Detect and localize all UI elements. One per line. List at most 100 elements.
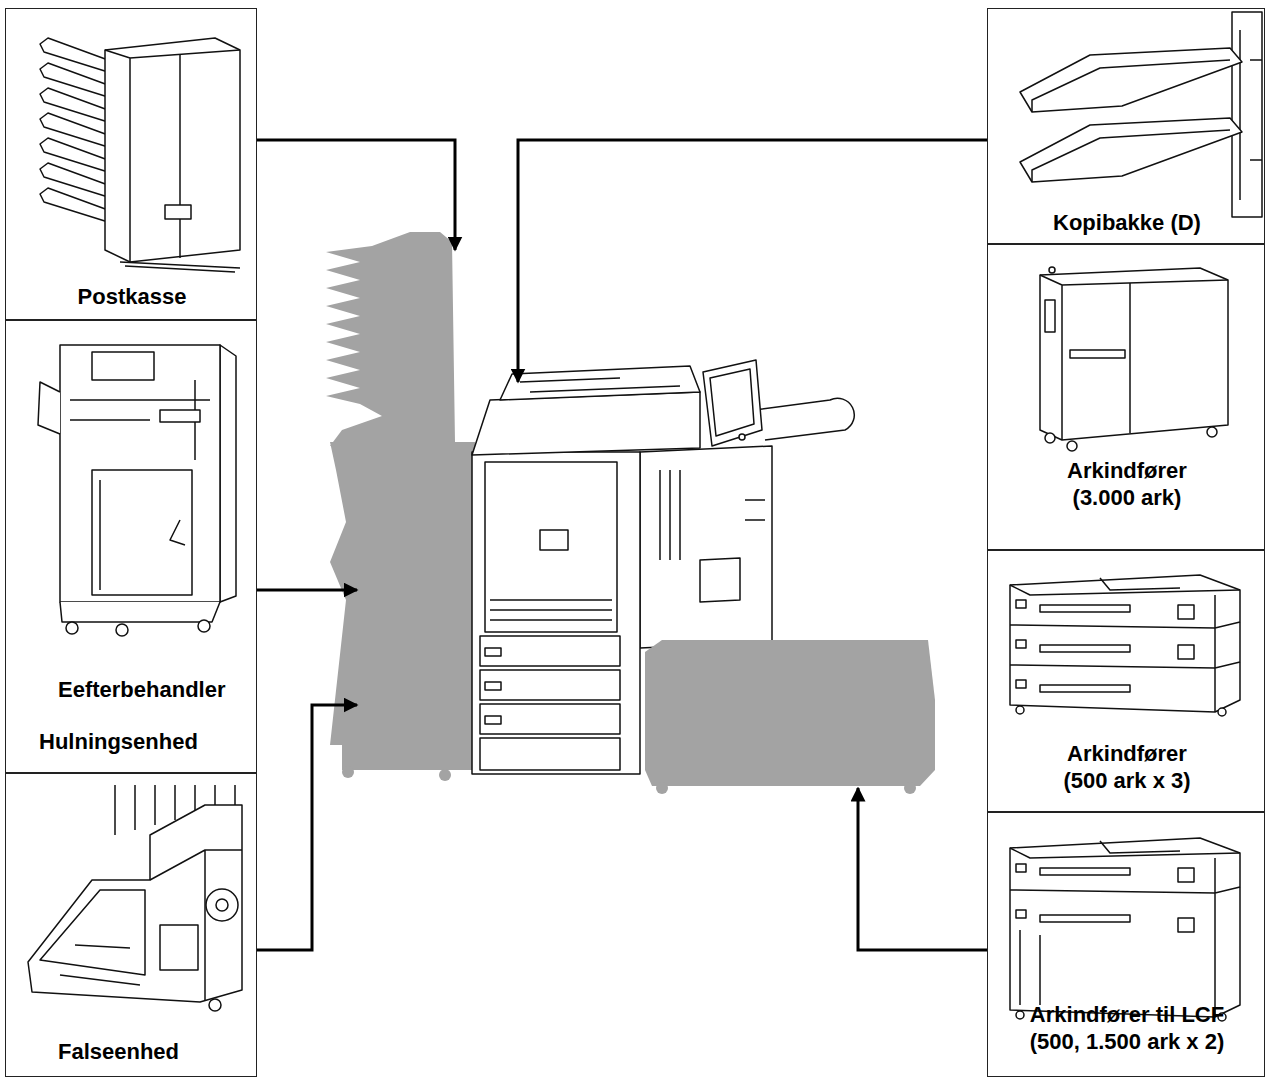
finisher-drawing — [116, 624, 128, 636]
mailbox-drawing — [105, 38, 240, 262]
copier-drawing — [739, 434, 745, 440]
option-box: Arkindfører (3.000 ark) — [987, 244, 1265, 550]
option-label: Kopibakke (D) — [988, 209, 1266, 236]
folding-unit-drawing — [150, 850, 242, 1000]
drawer-feeder-drawing — [1010, 585, 1240, 712]
lcf-feeder-drawing — [1010, 838, 1240, 1017]
copier-drawing — [485, 682, 501, 690]
finisher-drawing — [60, 345, 220, 602]
drawer-feeder-drawing — [1040, 605, 1130, 612]
option-box: Arkindfører (500 ark x 3) — [987, 550, 1265, 812]
large-feeder-drawing — [1045, 300, 1055, 332]
drawer-feeder-drawing — [1010, 575, 1240, 716]
copy-tray-drawing — [1020, 48, 1242, 112]
attached-feeder-silhouette — [645, 640, 935, 794]
attached-finisher-silhouette — [326, 232, 455, 446]
attached-finisher-silhouette — [330, 442, 475, 770]
large-feeder-drawing — [1040, 275, 1228, 440]
copy-tray-drawing — [1032, 130, 1230, 182]
folding-unit-drawing — [206, 889, 238, 921]
finisher-drawing — [38, 345, 236, 636]
folding-unit-drawing — [209, 999, 221, 1011]
option-label: Arkindfører til LCF (500, 1.500 ark x 2) — [1002, 1001, 1252, 1055]
option-label: Arkindfører (500 ark x 3) — [1047, 740, 1207, 794]
folding-unit-drawing — [60, 945, 140, 985]
copier-drawing — [703, 360, 762, 446]
finisher-drawing — [60, 602, 220, 622]
copier-drawing — [485, 716, 501, 724]
mailbox-drawing — [120, 262, 240, 272]
lcf-feeder-drawing — [1010, 838, 1240, 1021]
lcf-feeder-drawing — [1178, 868, 1194, 882]
lcf-feeder-drawing — [1040, 868, 1130, 875]
large-feeder-drawing — [1049, 267, 1055, 273]
option-box: Falseenhed — [5, 773, 257, 1077]
copier-drawing — [660, 470, 765, 602]
drawer-feeder-drawing — [1178, 645, 1194, 659]
copier-drawing — [472, 452, 640, 774]
lcf-feeder-drawing — [1020, 930, 1040, 1005]
copier-drawing — [480, 670, 620, 700]
drawer-feeder-drawing — [1218, 708, 1226, 716]
lcf-feeder-drawing — [1016, 910, 1026, 918]
folding-unit-drawing — [40, 890, 145, 975]
drawer-feeder-drawing — [1178, 605, 1194, 619]
copy-tray-drawing — [1232, 12, 1262, 217]
option-label: Eefterbehandler — [58, 676, 253, 703]
mailbox-drawing — [179, 54, 181, 258]
copier-drawing — [500, 366, 700, 400]
mailbox-drawing — [105, 50, 240, 262]
large-feeder-drawing — [1040, 267, 1228, 451]
option-label: Falseenhed — [58, 1038, 248, 1065]
option-label: Arkindfører (3.000 ark) — [1047, 457, 1207, 511]
mailbox-drawing — [165, 205, 191, 219]
pointer-arrow — [257, 589, 357, 592]
drawer-feeder-drawing — [1040, 685, 1130, 692]
pointer-arrow — [518, 140, 987, 382]
lcf-feeder-drawing — [1040, 915, 1130, 922]
option-box: Kopibakke (D) — [987, 8, 1265, 244]
copy-tray-drawing — [1032, 60, 1230, 112]
copy-tray-drawing — [1020, 118, 1242, 182]
attached-feeder-silhouette — [656, 782, 668, 794]
option-box: Postkasse — [5, 8, 257, 320]
copier-drawing — [485, 462, 617, 632]
finisher-drawing — [198, 620, 210, 632]
attached-finisher-silhouette — [439, 769, 451, 781]
copier-drawing — [480, 704, 620, 734]
folding-unit-drawing — [28, 805, 242, 1002]
attached-feeder-silhouette — [645, 640, 935, 786]
lcf-feeder-drawing — [1016, 864, 1026, 872]
finisher-drawing — [92, 470, 192, 595]
drawer-feeder-drawing — [1010, 575, 1240, 712]
large-feeder-drawing — [1207, 427, 1217, 437]
lcf-feeder-drawing — [1010, 848, 1240, 1017]
drawer-feeder-drawing — [1040, 645, 1130, 652]
finisher-drawing — [100, 480, 185, 590]
finisher-drawing — [38, 382, 60, 434]
copy-tray-drawing — [1240, 30, 1262, 200]
large-feeder-drawing — [1067, 441, 1077, 451]
pointer-arrow — [257, 140, 455, 250]
copier-drawing — [520, 378, 680, 392]
attached-feeder-silhouette — [904, 782, 916, 794]
attached-finisher-silhouette — [342, 766, 354, 778]
option-box: EefterbehandlerHulningsenhed — [5, 320, 257, 773]
drawer-feeder-drawing — [1100, 578, 1180, 590]
pointer-arrow — [257, 140, 987, 950]
copier-drawing — [710, 369, 754, 436]
copier-drawing — [480, 636, 620, 666]
pointer-arrow — [858, 788, 987, 950]
attached-finisher-silhouette — [326, 232, 475, 781]
copier-drawing — [490, 600, 612, 620]
lcf-feeder-drawing — [1016, 1011, 1024, 1019]
lcf-feeder-drawing — [1100, 841, 1180, 853]
folding-unit-drawing — [28, 785, 242, 1011]
finisher-drawing — [160, 410, 200, 422]
finisher-drawing — [70, 380, 210, 460]
folding-unit-drawing — [160, 925, 198, 970]
copier-drawing — [540, 530, 568, 550]
